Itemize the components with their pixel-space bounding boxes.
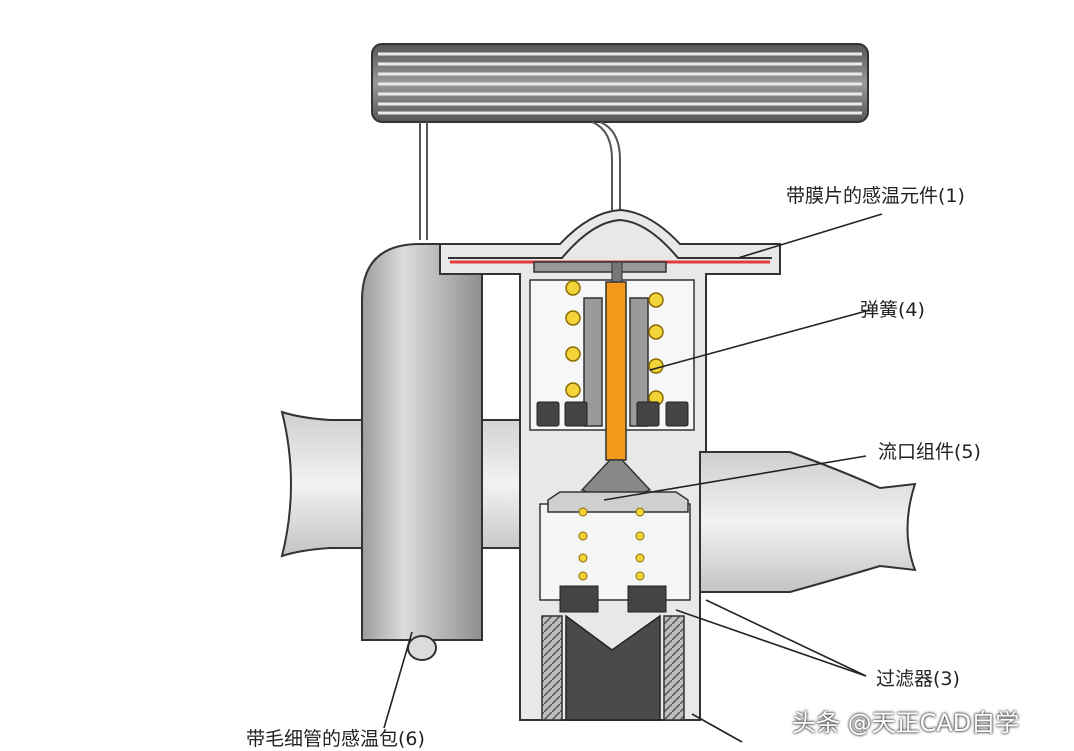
seal-ring — [536, 401, 689, 427]
rod-guide-left — [583, 297, 603, 427]
label-filter: 过滤器(3) — [876, 668, 960, 690]
sensing-bulb — [361, 243, 483, 661]
diaphragm-element — [448, 218, 772, 283]
watermark: 头条 @天正CAD自学 — [792, 709, 1020, 737]
spring — [565, 280, 664, 406]
leader-lines — [383, 213, 883, 743]
label-orifice-assembly: 流口组件(5) — [878, 441, 981, 463]
orifice-assembly — [547, 459, 689, 613]
push-rod — [605, 281, 627, 461]
outlet-pipe — [699, 451, 917, 593]
capillary-tube — [419, 121, 621, 240]
capillary-coil — [371, 43, 869, 123]
label-spring: 弹簧(4) — [860, 299, 925, 321]
label-capillary-bulb: 带毛细管的感温包(6) — [246, 728, 425, 750]
filter — [541, 614, 685, 721]
label-diaphragm-element: 带膜片的感温元件(1) — [786, 185, 965, 207]
